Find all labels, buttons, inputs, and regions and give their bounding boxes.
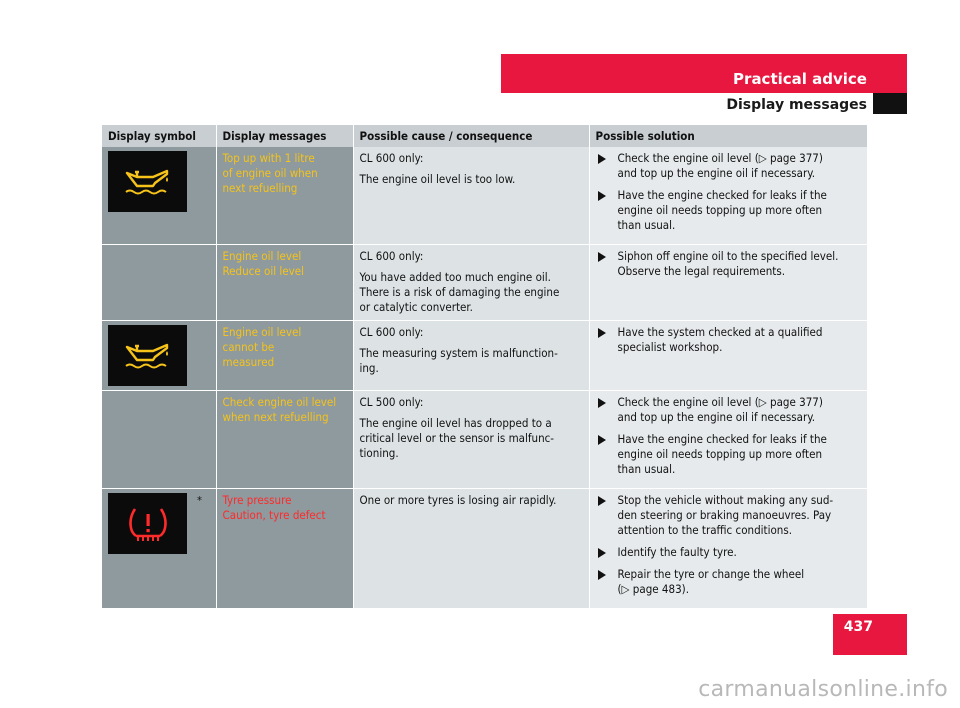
cause-cell: CL 600 only: The measuring system is mal… [353, 320, 590, 391]
message-line: when next refuelling [222, 410, 329, 424]
cause-text: There is a risk of damaging the engine [359, 285, 560, 299]
bullet-arrow-icon [597, 496, 606, 506]
message-line: measured [222, 355, 275, 369]
solution-cell: Check the engine oil level (▷ page 377) … [589, 147, 868, 245]
message-line: Reduce oil level [222, 264, 304, 278]
solution-cell: Have the system checked at a qualified s… [589, 320, 868, 391]
oil-can-icon [108, 325, 187, 386]
bullet-arrow-icon [597, 252, 606, 262]
column-header-solution: Possible solution [589, 125, 868, 147]
cause-cell: CL 600 only: The engine oil level is too… [353, 147, 590, 245]
cause-text: You have added too much engine oil. [359, 270, 551, 284]
subsection-title: Display messages [726, 97, 867, 113]
solution-item: Check the engine oil level (▷ page 377) … [596, 151, 861, 181]
solution-item: Repair the tyre or change the wheel (▷ p… [596, 567, 861, 597]
section-title: Practical advice [733, 70, 867, 88]
footnote-asterisk: * [197, 494, 202, 507]
solution-item: Check the engine oil level (▷ page 377) … [596, 395, 861, 425]
model-note: CL 500 only: [359, 395, 424, 409]
message-line: Engine oil level [222, 249, 302, 263]
cause-text: The engine oil level has dropped to a [359, 416, 552, 430]
model-note: CL 600 only: [359, 325, 424, 339]
cause-text: tioning. [359, 446, 399, 460]
model-note: CL 600 only: [359, 249, 424, 263]
display-message: Top up with 1 litre of engine oil when n… [216, 147, 354, 245]
solution-item: Have the system checked at a qualified s… [596, 325, 861, 355]
solution-item: Siphon off engine oil to the specified l… [596, 249, 861, 279]
table-row: * [102, 488, 868, 609]
oil-can-icon [108, 151, 187, 212]
header-band [501, 54, 907, 93]
symbol-cell [102, 320, 217, 391]
table-row: Check engine oil level when next refuell… [102, 390, 868, 489]
bullet-arrow-icon [597, 570, 606, 580]
table-row: Top up with 1 litre of engine oil when n… [102, 147, 868, 245]
message-line: of engine oil when [222, 166, 318, 180]
cause-cell: One or more tyres is losing air rapidly. [353, 488, 590, 609]
column-header-messages: Display messages [216, 125, 354, 147]
cause-text: or catalytic converter. [359, 300, 473, 314]
bullet-arrow-icon [597, 191, 606, 201]
model-note: CL 600 only: [359, 151, 424, 165]
display-message: Check engine oil level when next refuell… [216, 390, 354, 489]
bullet-arrow-icon [597, 435, 606, 445]
message-line: Tyre pressure [222, 493, 292, 507]
solution-item: Stop the vehicle without making any sud-… [596, 493, 861, 538]
solution-cell: Siphon off engine oil to the specified l… [589, 244, 868, 321]
solution-cell: Check the engine oil level (▷ page 377) … [589, 390, 868, 489]
cause-text: critical level or the sensor is malfunc- [359, 431, 555, 445]
display-messages-table: Display symbol Display messages Possible… [102, 125, 868, 609]
cause-text: The measuring system is malfunction- [359, 346, 558, 360]
symbol-cell [102, 147, 217, 245]
watermark: carmanualsonline.info [698, 677, 948, 702]
message-line: Caution, tyre defect [222, 508, 326, 522]
bullet-arrow-icon [597, 328, 606, 338]
display-message: Engine oil level Reduce oil level [216, 244, 354, 321]
symbol-cell [102, 244, 217, 321]
cause-cell: CL 600 only: You have added too much eng… [353, 244, 590, 321]
display-message: Tyre pressure Caution, tyre defect [216, 488, 354, 609]
solution-item: Have the engine checked for leaks if the… [596, 432, 861, 477]
display-message: Engine oil level cannot be measured [216, 320, 354, 391]
bullet-arrow-icon [597, 398, 606, 408]
table-row: Engine oil level Reduce oil level CL 600… [102, 244, 868, 321]
cause-text: ing. [359, 361, 379, 375]
page-number: 437 [843, 619, 873, 635]
message-line: next refuelling [222, 181, 298, 195]
bullet-arrow-icon [597, 548, 606, 558]
message-line: Top up with 1 litre [222, 151, 315, 165]
solution-item: Have the engine checked for leaks if the… [596, 188, 861, 233]
header-marker [873, 93, 907, 114]
cause-text: The engine oil level is too low. [359, 172, 516, 186]
column-header-cause: Possible cause / consequence [353, 125, 590, 147]
table-header-row: Display symbol Display messages Possible… [102, 125, 868, 147]
symbol-cell [102, 390, 217, 489]
cause-text: One or more tyres is losing air rapidly. [359, 493, 557, 507]
table-row: Engine oil level cannot be measured CL 6… [102, 320, 868, 391]
tyre-pressure-warning-icon [108, 493, 187, 554]
message-line: Engine oil level [222, 325, 302, 339]
symbol-cell: * [102, 488, 217, 609]
solution-cell: Stop the vehicle without making any sud-… [589, 488, 868, 609]
column-header-symbol: Display symbol [102, 125, 217, 147]
page-number-box [833, 614, 907, 655]
bullet-arrow-icon [597, 154, 606, 164]
message-line: Check engine oil level [222, 395, 337, 409]
message-line: cannot be [222, 340, 275, 354]
cause-cell: CL 500 only: The engine oil level has dr… [353, 390, 590, 489]
solution-item: Identify the faulty tyre. [596, 545, 861, 560]
